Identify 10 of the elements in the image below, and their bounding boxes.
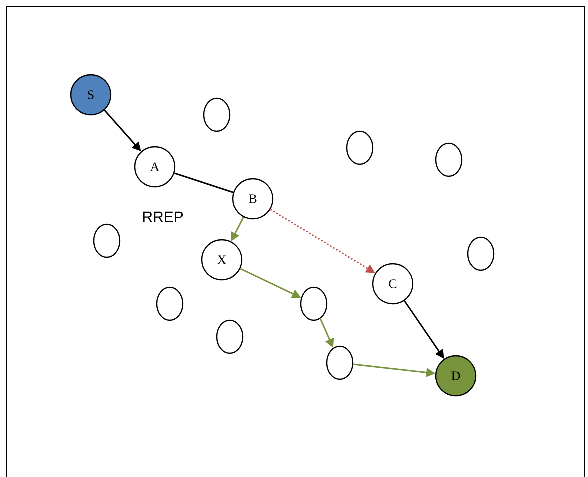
empty-node [346, 130, 374, 166]
empty-node [300, 286, 328, 322]
empty-node [216, 320, 244, 354]
empty-node [93, 224, 121, 258]
empty-node [467, 236, 495, 272]
empty-node [435, 142, 463, 178]
empty-node [326, 346, 354, 380]
empty-node [203, 98, 231, 132]
text-label: RREP [143, 212, 184, 222]
empty-node [156, 286, 184, 322]
